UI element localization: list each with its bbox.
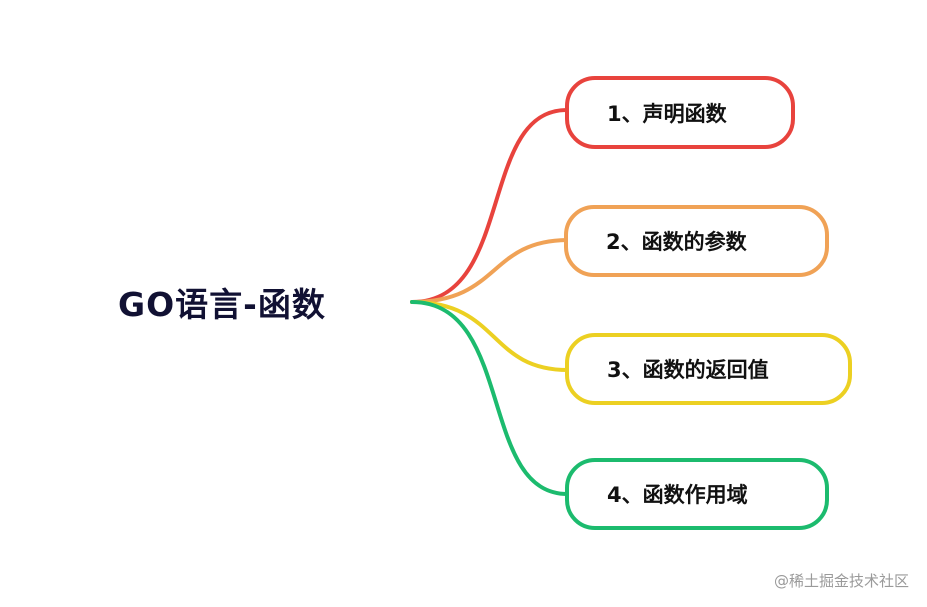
root-node-title: GO语言-函数 [118, 285, 326, 324]
branch-node-4: 4、函数作用域 [565, 458, 829, 530]
branch-connector-1 [410, 107, 570, 304]
branch-node-3: 3、函数的返回值 [565, 333, 852, 405]
branch-connector-3 [410, 300, 570, 372]
branch-connector-2 [410, 238, 569, 304]
branch-connector-4 [410, 300, 570, 497]
branch-node-2: 2、函数的参数 [564, 205, 829, 277]
watermark: @稀土掘金技术社区 [773, 572, 909, 590]
branch-node-1: 1、声明函数 [565, 76, 795, 149]
